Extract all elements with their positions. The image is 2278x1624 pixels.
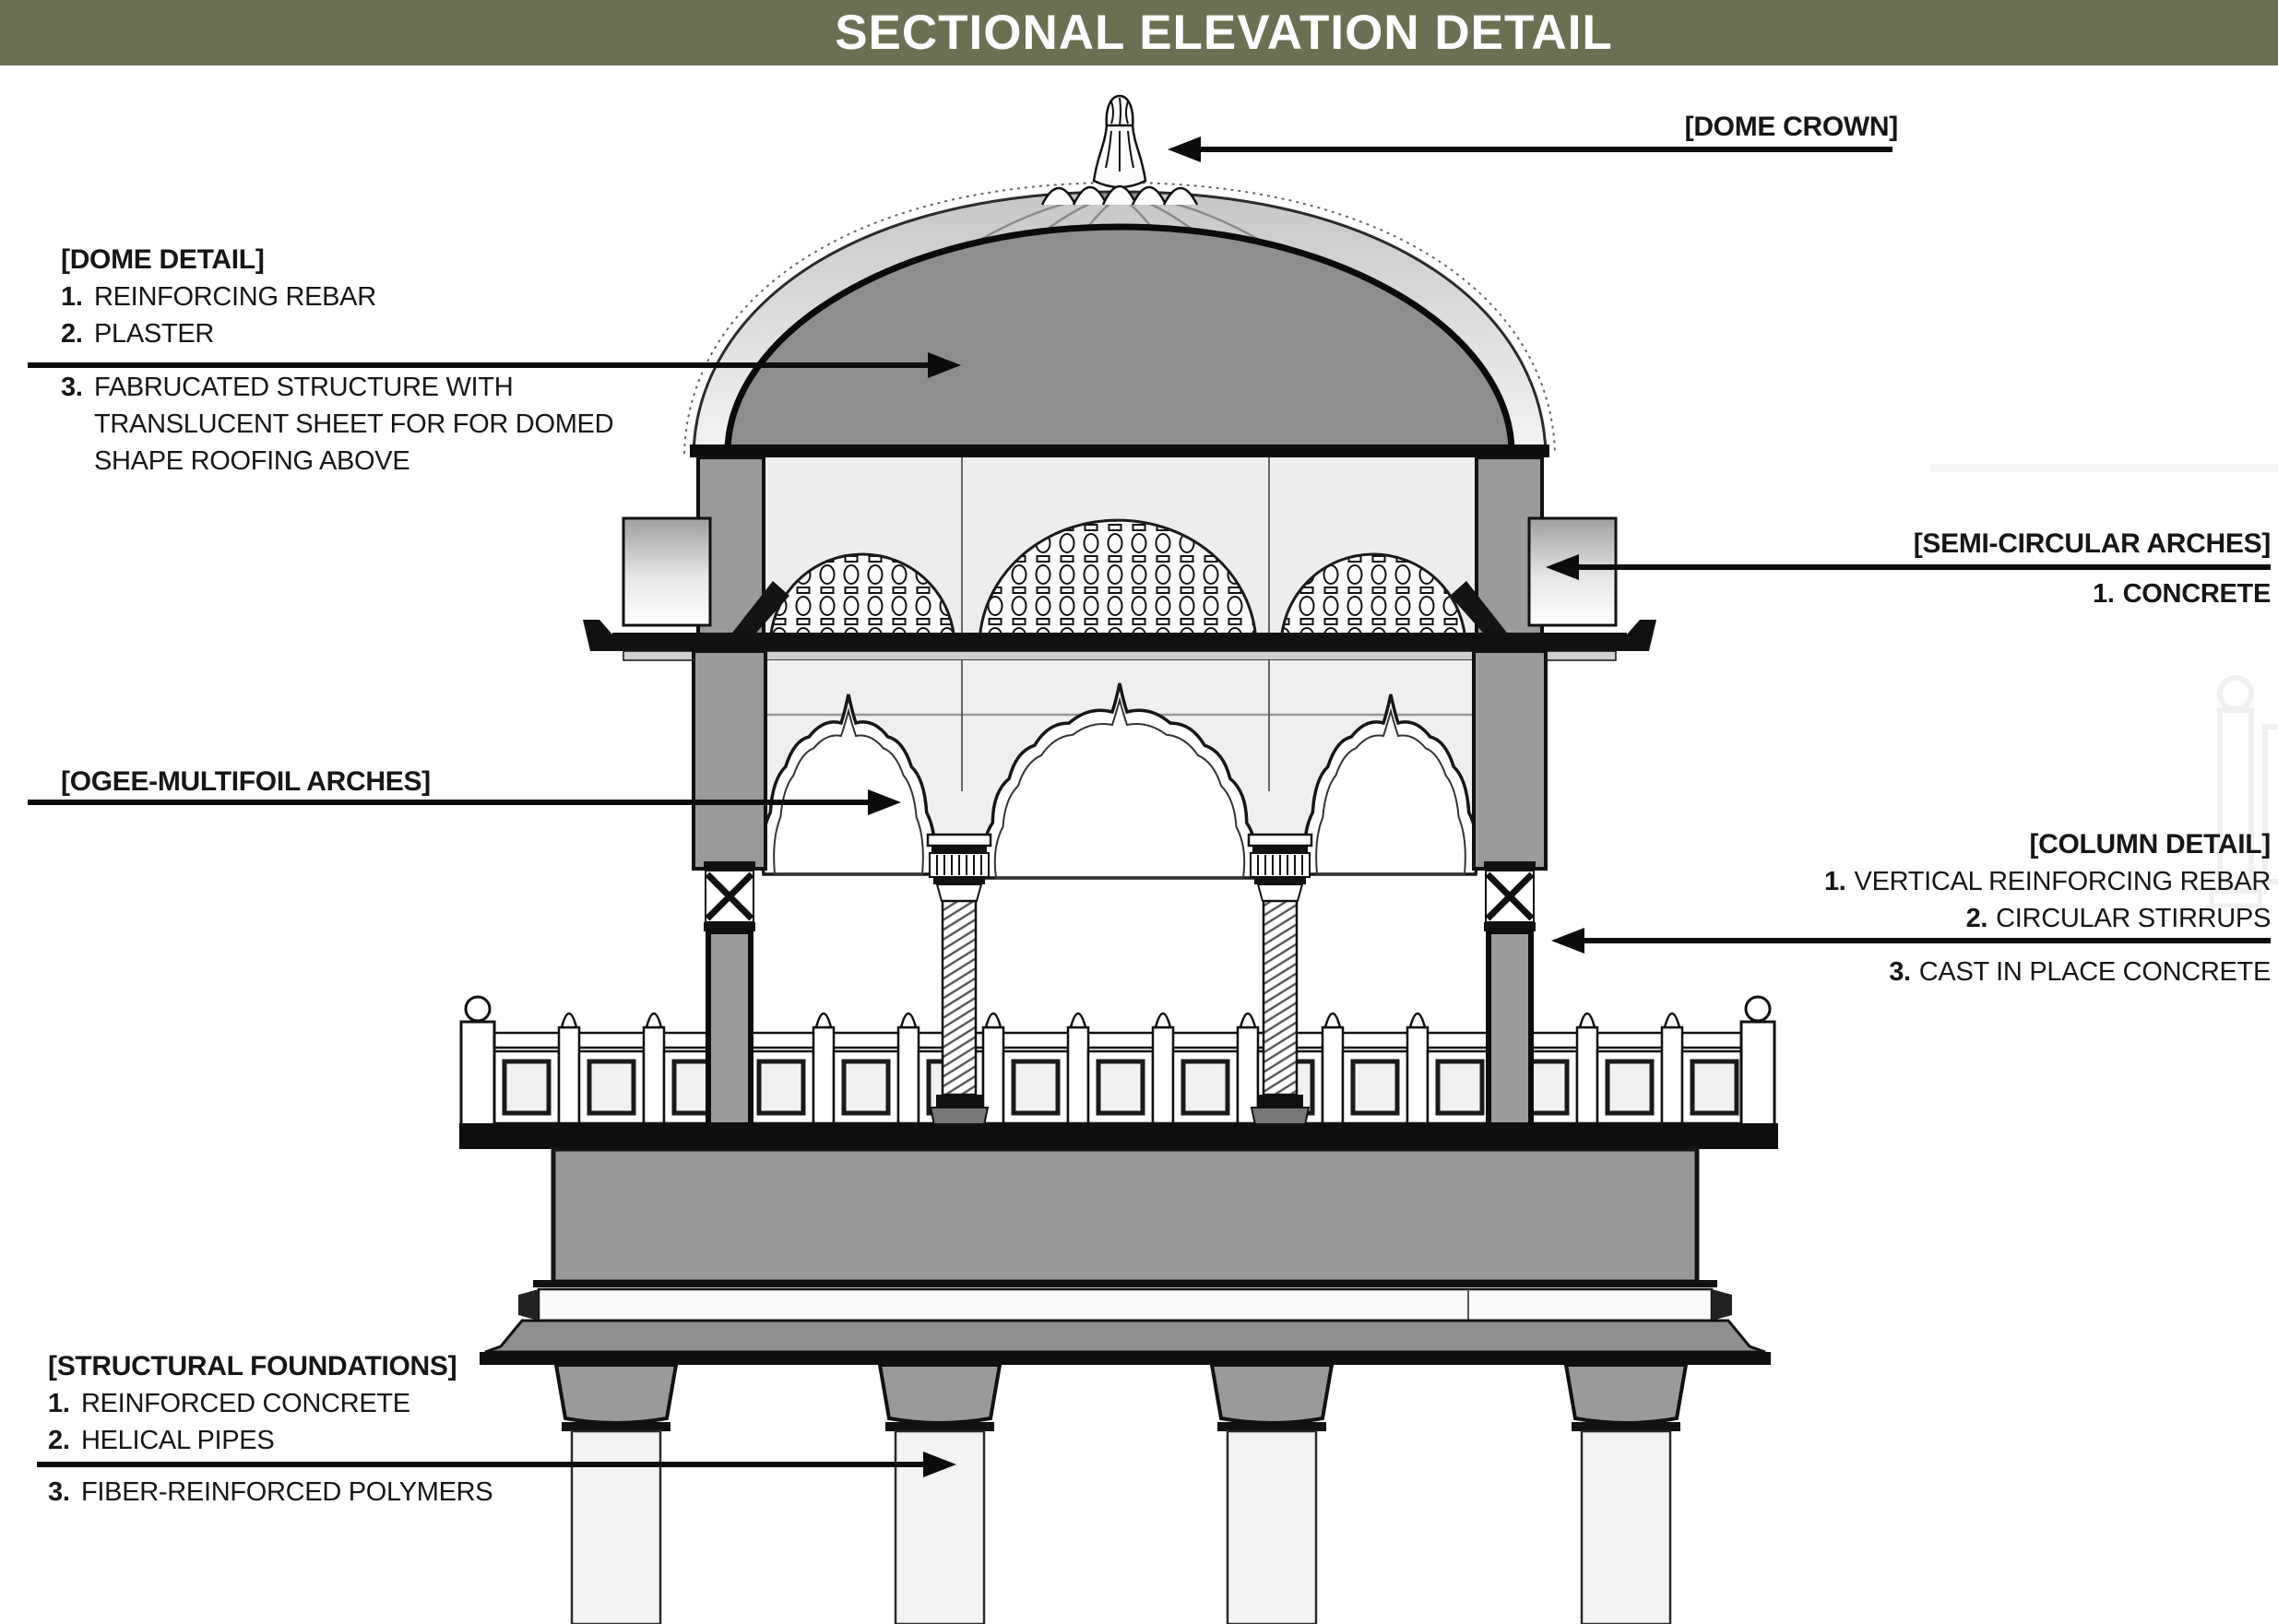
railing-post (1406, 1025, 1430, 1125)
annotation-item: 3.FIBER-REINFORCED POLYMERS (48, 1477, 493, 1507)
annotation-item: 1.CONCRETE (2093, 579, 2271, 609)
railing-end-post (459, 1020, 496, 1127)
jali-lunette (768, 518, 1467, 648)
pier-cap (877, 1363, 1003, 1425)
ogee-multifoil-arches-annotation: [OGEE-MULTIFOIL ARCHES] (61, 764, 431, 800)
annotation-item: 2.PLASTER (61, 319, 215, 349)
ogee-arch (981, 682, 1258, 880)
annotation-item: SHAPE ROOFING ABOVE (94, 446, 410, 476)
pier-cap (1209, 1363, 1335, 1425)
railing-post (812, 1025, 836, 1125)
semi-circular-arches-arrow (1546, 554, 2271, 580)
railing-post (1575, 1025, 1599, 1125)
annotation-item: 3.FABRUCATED STRUCTURE WITH (61, 373, 514, 402)
floor-slab (459, 1123, 1778, 1365)
hall-wall-left (692, 649, 767, 871)
ogee-multifoil-arches (760, 682, 1479, 880)
side-projection-left (622, 516, 712, 627)
railing-post (1321, 1025, 1345, 1125)
foundations-arrow (37, 1452, 956, 1477)
sectioned-column-shaft (706, 929, 753, 1128)
leader-arrows (28, 136, 2271, 1477)
dome-crown-finial (1040, 94, 1199, 206)
railing-post (557, 1025, 581, 1125)
spiral-column-shaft (941, 899, 978, 1096)
semi-circular-arches-annotation: [SEMI-CIRCULAR ARCHES] 1.CONCRETE (1913, 526, 2272, 612)
title-bar: SECTIONAL ELEVATION DETAIL (0, 0, 2278, 65)
annotation-item: 2.CIRCULAR STIRRUPS (1965, 904, 2272, 933)
foundation-pile (1580, 1429, 1672, 1624)
foundation-piers (553, 1363, 1689, 1624)
spiral-column-shaft (1262, 899, 1299, 1096)
dome-detail-arrow (28, 352, 961, 378)
railing-post (1660, 1025, 1684, 1125)
annotation-item: 2.HELICAL PIPES (48, 1426, 275, 1455)
dome-crown-arrow (1168, 136, 1892, 162)
annotation-item: 1.REINFORCED CONCRETE (48, 1389, 410, 1418)
ogee-arch-inner-line (993, 696, 1246, 879)
foundation-pile (1226, 1429, 1318, 1624)
railing-end-post (1739, 1020, 1776, 1127)
chajja-eave (583, 620, 1656, 661)
ogee-arches-arrow (28, 789, 901, 815)
column-detail-arrow (1551, 928, 2271, 954)
annotation-item: 1.REINFORCING REBAR (61, 282, 376, 312)
sectioned-column-shaft (1486, 929, 1534, 1128)
balustrade-railing (459, 995, 1776, 1127)
ogee-arch-inner-line (773, 707, 924, 875)
bracket-strut-left (719, 581, 789, 649)
railing-post (1066, 1025, 1090, 1125)
dome-section-fill (724, 223, 1515, 454)
ogee-arch-inner-line (1315, 707, 1466, 875)
structural-foundations-annotation: [STRUCTURAL FOUNDATIONS] 1.REINFORCED CO… (48, 1348, 493, 1511)
annotation-title: [DOME DETAIL] (61, 244, 265, 275)
annotation-item: 3.CAST IN PLACE CONCRETE (1889, 957, 2271, 987)
drum-wall (696, 456, 1544, 649)
ogee-arch (1302, 693, 1479, 876)
page-title: SECTIONAL ELEVATION DETAIL (835, 6, 1613, 60)
column-detail-annotation: [COLUMN DETAIL] 1.VERTICAL REINFORCING R… (1824, 826, 2271, 990)
annotation-item: TRANSLUCENT SHEET FOR FOR DOMED (94, 409, 614, 439)
dome-detail-annotation: [DOME DETAIL] 1.REINFORCING REBAR 2.PLAS… (61, 242, 670, 480)
railing-post (896, 1025, 920, 1125)
railing-post (642, 1025, 666, 1125)
annotation-title: [STRUCTURAL FOUNDATIONS] (48, 1351, 457, 1381)
annotation-title: [OGEE-MULTIFOIL ARCHES] (61, 766, 431, 797)
annotation-item: 1.VERTICAL REINFORCING REBAR (1823, 867, 2271, 896)
foundation-pile (570, 1429, 662, 1624)
annotation-title: [DOME CROWN] (1684, 112, 1899, 142)
annotation-title: [COLUMN DETAIL] (2029, 829, 2271, 859)
dome-base-band (690, 445, 1549, 457)
hall-wall-right (1472, 649, 1548, 871)
railing-post (1151, 1025, 1175, 1125)
pier-cap (1563, 1363, 1689, 1425)
bracket-strut-right (1450, 581, 1520, 649)
annotation-title: [SEMI-CIRCULAR ARCHES] (1913, 528, 2272, 559)
dome-crown-annotation: [DOME CROWN] (1684, 109, 1899, 146)
ghost-watermark (1930, 464, 2278, 908)
ogee-arch (760, 693, 937, 876)
pier-cap (553, 1363, 679, 1425)
